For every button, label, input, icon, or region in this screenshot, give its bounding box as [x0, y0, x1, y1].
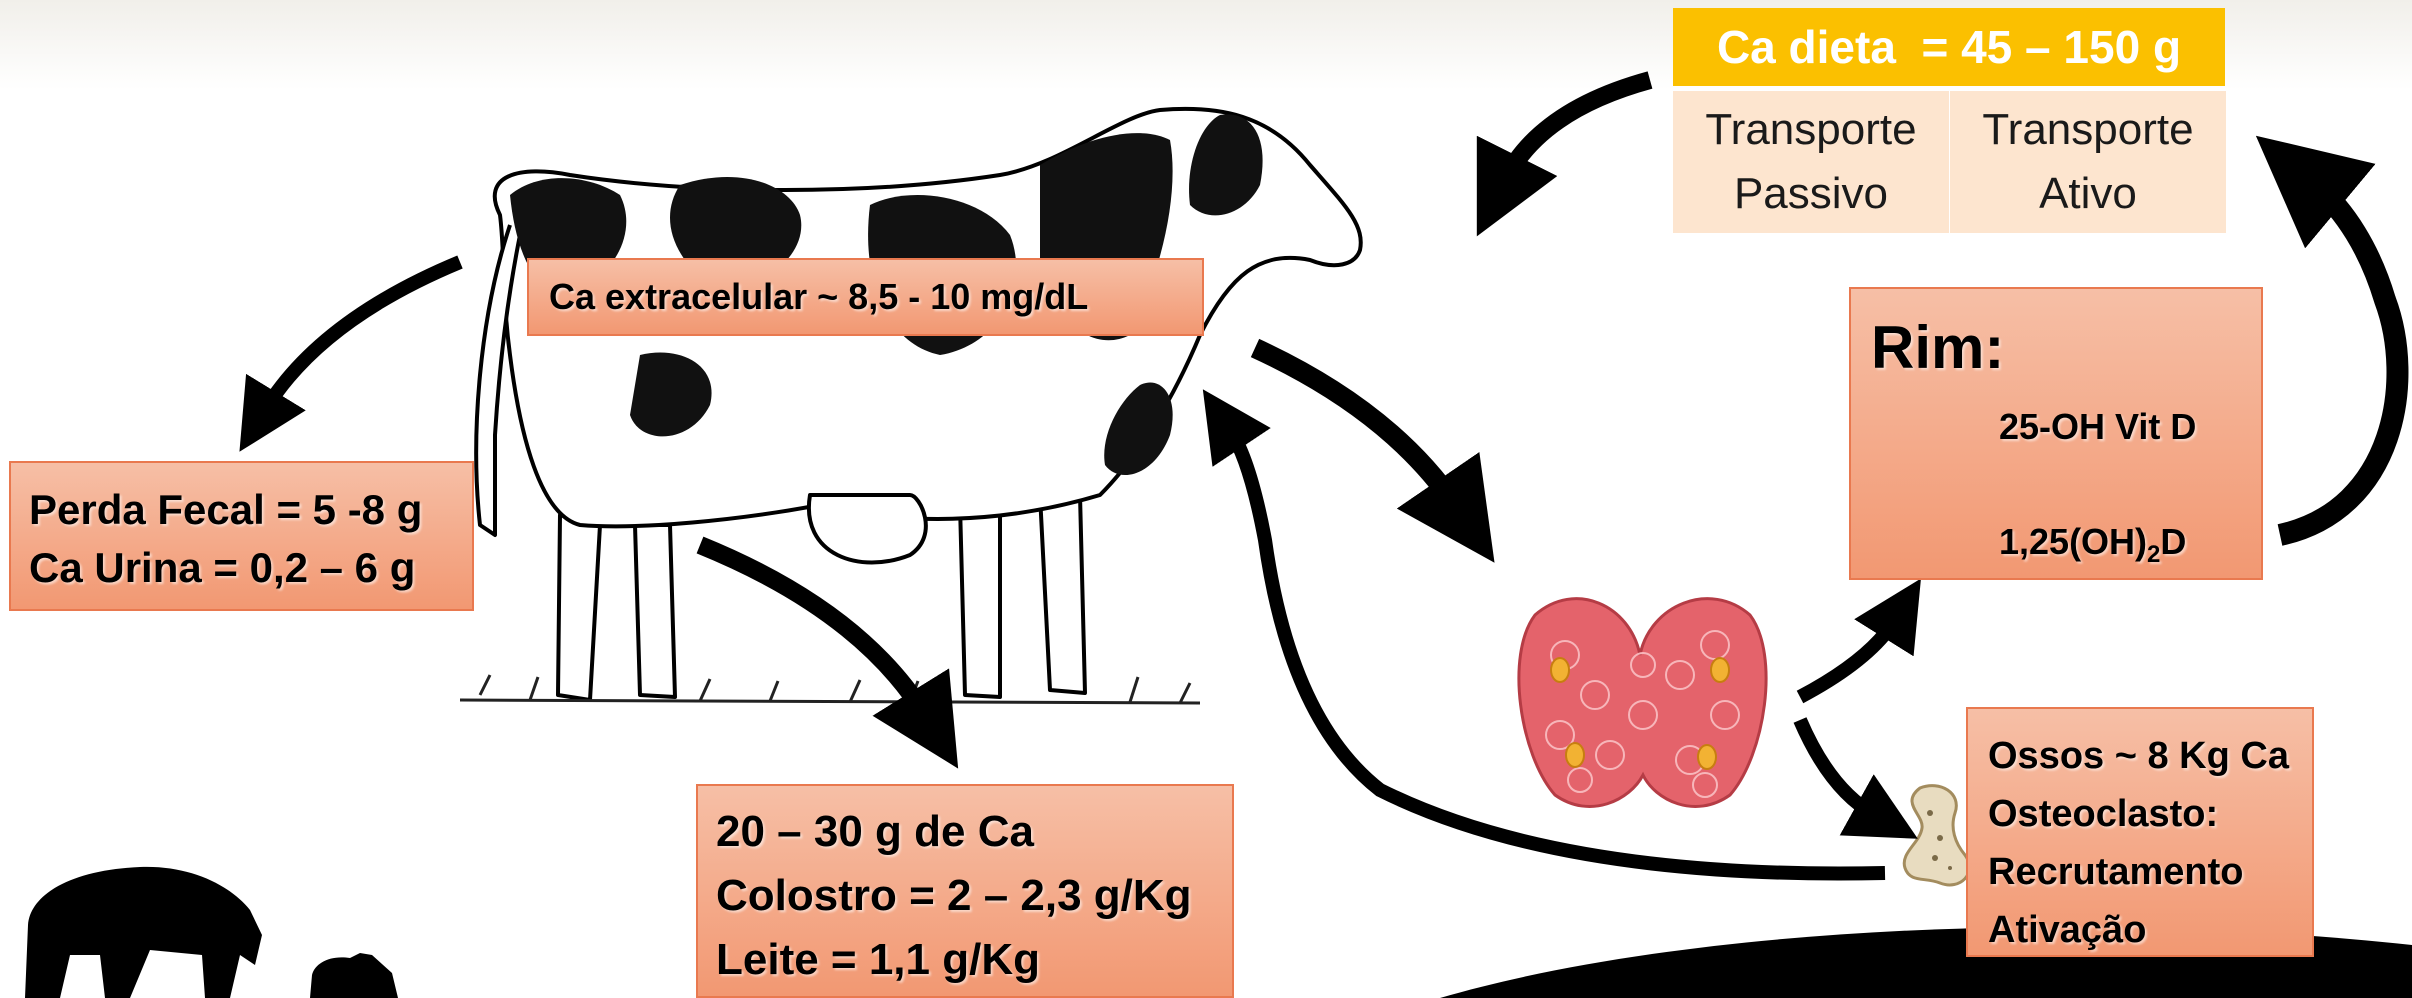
active-transport-label-2: Ativo	[1950, 162, 2226, 226]
active-vitamin-d-suffix: D	[2160, 521, 2186, 562]
active-vitamin-d-main: 1,25(OH)	[1999, 521, 2147, 562]
activation-label: Ativação	[1988, 901, 2312, 959]
milk-total-label: 20 – 30 g de Ca	[716, 800, 1232, 864]
colostrum-label: Colostro = 2 – 2,3 g/Kg	[716, 864, 1232, 928]
extracellular-calcium-label: Ca extracelular ~ 8,5 - 10 mg/dL	[549, 276, 1202, 318]
vitamin-d-precursor-label: 25-OH Vit D	[1999, 406, 2196, 448]
diet-calcium-header: Ca dieta = 45 – 150 g	[1673, 8, 2225, 86]
recruitment-label: Recrutamento	[1988, 843, 2312, 901]
active-vitamin-d-label: 1,25(OH)2D	[1999, 521, 2186, 569]
arrow-parathyroid-to-bone	[1800, 720, 1875, 815]
arrow-udder-to-milk	[700, 545, 925, 715]
arrow-cow-to-parathyroid	[1255, 348, 1455, 505]
kidney-title: Rim:	[1871, 313, 2004, 382]
arrow-kidney-to-diet	[2280, 185, 2397, 535]
calcium-losses-box: Perda Fecal = 5 -8 g Ca Urina = 0,2 – 6 …	[9, 461, 474, 611]
bone-calcium-box: Ossos ~ 8 Kg Ca Osteoclasto: Recrutament…	[1966, 707, 2314, 957]
extracellular-calcium-box: Ca extracelular ~ 8,5 - 10 mg/dL	[527, 258, 1204, 336]
urine-loss-label: Ca Urina = 0,2 – 6 g	[29, 539, 472, 597]
kidney-box: Rim: 25-OH Vit D 1,25(OH)2D	[1849, 287, 2263, 580]
bone-calcium-label: Ossos ~ 8 Kg Ca	[1988, 727, 2312, 785]
milk-label: Leite = 1,1 g/Kg	[716, 928, 1232, 992]
arrow-cow-to-fecal-loss	[265, 262, 460, 410]
arrow-parathyroid-to-kidney	[1800, 620, 1895, 697]
active-transport-cell: Transporte Ativo	[1950, 91, 2226, 233]
milk-calcium-box: 20 – 30 g de Ca Colostro = 2 – 2,3 g/Kg …	[696, 784, 1234, 998]
active-vitamin-d-subscript: 2	[2147, 541, 2160, 568]
active-transport-label-1: Transporte	[1950, 98, 2226, 162]
passive-transport-cell: Transporte Passivo	[1673, 91, 1949, 233]
passive-transport-label-2: Passivo	[1673, 162, 1949, 226]
arrow-diet-to-cow	[1505, 80, 1650, 180]
passive-transport-label-1: Transporte	[1673, 98, 1949, 162]
fecal-loss-label: Perda Fecal = 5 -8 g	[29, 481, 472, 539]
arrow-bone-to-cow	[1230, 430, 1885, 874]
osteoclast-label: Osteoclasto:	[1988, 785, 2312, 843]
